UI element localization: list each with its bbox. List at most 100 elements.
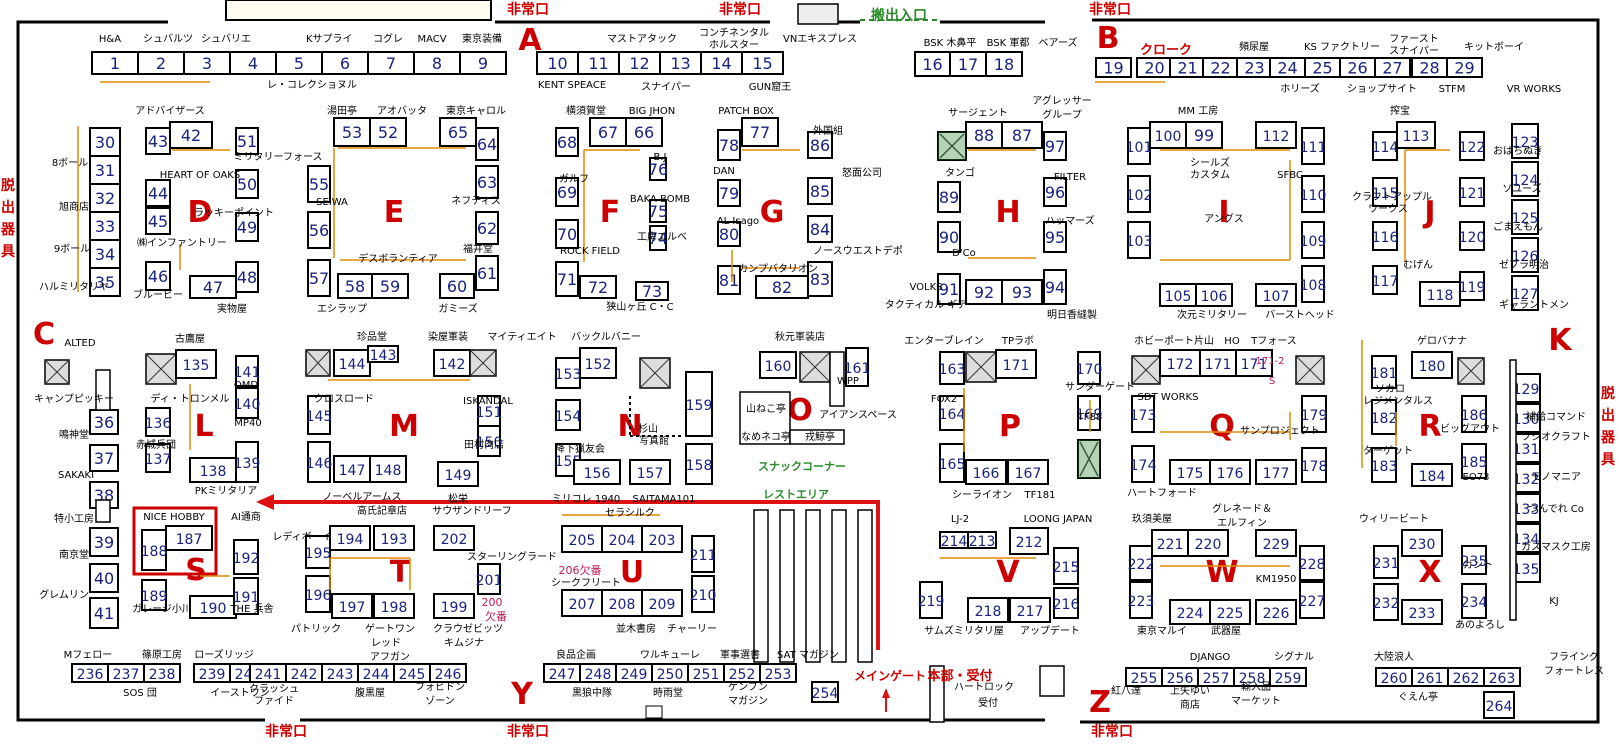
booth-number: 108 — [1300, 278, 1327, 294]
booth-number: 109 — [1300, 234, 1327, 250]
pillar-cross — [1131, 355, 1161, 385]
booth-number: 19 — [1103, 59, 1123, 78]
booth-number: 229 — [1263, 537, 1290, 553]
shop-label: カンプバタリオン — [738, 263, 818, 275]
shop-label: 補給コマンド — [1526, 410, 1586, 423]
booth-number: 33 — [95, 217, 115, 236]
shop-label: モノマニア — [1531, 472, 1581, 483]
shop-label: シーライオン — [952, 489, 1012, 501]
shop-label: タンゴ — [945, 166, 975, 179]
shop-label: D'Co — [952, 248, 976, 259]
loading-entrance-label: 搬出入口 — [871, 7, 927, 24]
block-letter-y: Y — [510, 677, 534, 712]
booth-number: 125 — [1512, 211, 1539, 227]
booth-107 — [1255, 283, 1297, 307]
booth-210 — [691, 575, 715, 613]
booth-number: 51 — [237, 132, 257, 151]
block-letter-d: D — [188, 195, 213, 230]
shop-label: マイティエイト — [487, 332, 556, 343]
shop-label: ファイド — [254, 696, 294, 707]
booth-wall — [1509, 359, 1517, 621]
booth-number: 69 — [557, 183, 577, 202]
booth-215 — [1053, 547, 1079, 585]
booth-73 — [635, 281, 669, 301]
booth-number: 111 — [1300, 140, 1327, 156]
shop-label: エルフィン — [1217, 518, 1267, 529]
pillar-cross — [965, 351, 997, 383]
shop-label: ごまえもん — [1493, 220, 1543, 233]
shop-label: 湯田亭 — [327, 104, 357, 117]
shop-label: ターゲット — [1363, 445, 1413, 457]
block-letter-e: E — [384, 195, 405, 230]
booth-number: 246 — [435, 667, 462, 683]
booth-number: 147 — [339, 463, 366, 479]
shop-label: THE 兵舎 — [229, 602, 273, 615]
booth-wall — [829, 351, 845, 407]
shop-label: Tフォース — [1250, 336, 1297, 347]
booth-number: 230 — [1409, 537, 1436, 553]
booth-203 — [641, 525, 683, 553]
booth-171 — [1235, 349, 1273, 377]
shop-label: サウザンドリーフ — [432, 505, 511, 517]
booth-number: 247 — [549, 667, 576, 683]
booth-259 — [1269, 667, 1307, 687]
booth-number: 14 — [711, 54, 731, 73]
booth-number: 219 — [918, 594, 945, 610]
booth-number: 171 — [1241, 357, 1268, 373]
booth-254 — [811, 681, 839, 703]
shop-label: TF88 — [1077, 412, 1103, 423]
booth-number: 218 — [975, 604, 1002, 620]
booth-number: 123 — [1512, 135, 1539, 151]
booth-150 — [477, 425, 501, 457]
shop-label: BAKA BOMB — [630, 194, 690, 205]
booth-202 — [433, 525, 475, 551]
booth-number: 234 — [1461, 595, 1488, 611]
pillar-cross — [939, 133, 965, 159]
booth-212 — [1009, 527, 1049, 555]
shop-label: 東京装備 — [462, 32, 502, 45]
booth-number: 199 — [441, 600, 468, 616]
booth-number: 207 — [569, 597, 596, 613]
emergency-exit-label: 非常口 — [1089, 1, 1131, 18]
booth-108 — [1301, 265, 1325, 303]
booth-number: 15 — [752, 54, 772, 73]
booth-number: 141 — [234, 365, 261, 381]
shop-label: サムズミリタリ屋 — [924, 624, 1004, 637]
booth-number: 10 — [547, 54, 567, 73]
booth-number: 37 — [94, 449, 114, 468]
booth-number: 156 — [584, 466, 611, 482]
booth-number: 130 — [1513, 412, 1540, 428]
block-letter-f: F — [600, 195, 621, 230]
booth-number: 3 — [202, 54, 212, 73]
block-letter-p: P — [999, 409, 1021, 444]
booth-number: 67 — [598, 123, 618, 142]
booth-211 — [691, 535, 715, 573]
escape-device-label: 出 — [1601, 407, 1615, 424]
shop-label: ハートロック — [954, 681, 1014, 693]
booth-number: 160 — [765, 359, 792, 375]
booth-84 — [807, 215, 833, 243]
booth-102 — [1127, 175, 1151, 213]
booth-number: 180 — [1419, 359, 1446, 375]
booth-80 — [717, 221, 741, 247]
booth-235 — [1461, 545, 1487, 575]
booth-number: 220 — [1195, 537, 1222, 553]
booth-number: 192 — [233, 551, 260, 567]
booth-35 — [89, 267, 121, 297]
shop-label: FOX2 — [931, 394, 957, 405]
booth-number: 6 — [340, 54, 350, 73]
booth-outline — [789, 429, 845, 445]
booth-86 — [807, 131, 833, 159]
shop-label: ローズリッジ — [194, 648, 254, 661]
booth-195 — [305, 535, 331, 569]
booth-175 — [1169, 459, 1211, 485]
booth-115 — [1372, 177, 1398, 207]
note-label: S — [1269, 376, 1275, 387]
block-letter-c: C — [33, 317, 55, 352]
shop-label: ガレージ小川 — [132, 603, 192, 615]
booth-number: 28 — [1419, 59, 1439, 78]
booth-88 — [965, 121, 1003, 149]
shop-label: ALTED — [64, 338, 95, 349]
main-gate-label: メインゲート — [854, 668, 926, 683]
booth-81 — [717, 265, 741, 295]
